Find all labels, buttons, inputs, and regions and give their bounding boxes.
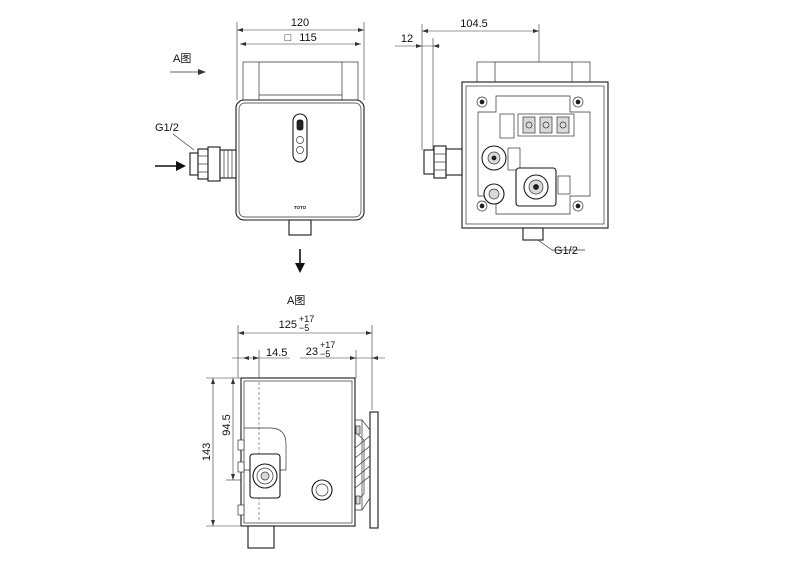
dim-width-120: 120 (236, 17, 365, 100)
side-outlet-stub (522, 227, 544, 241)
view-marker-label: A图 (173, 52, 191, 65)
bottom-port (311, 479, 333, 501)
bottom-dim-height: 143 (201, 443, 213, 461)
dim-inner-115: □ 115 (240, 32, 361, 46)
bottom-dim-depth-tol-minus: −5 (320, 349, 330, 359)
dim-inner-prefix: □ (285, 32, 292, 44)
bottom-dim-inner-height: 94.5 (221, 414, 233, 435)
front-box (235, 99, 365, 221)
brand-label: TOTO (294, 205, 307, 210)
bottom-stub (247, 525, 275, 549)
side-dim-offset: 12 (401, 33, 413, 45)
sensor-window (292, 113, 308, 163)
side-view: 104.5 12 (395, 18, 609, 257)
view-marker-a: A图 (170, 52, 206, 75)
inlet-label: G1/2 (155, 122, 179, 134)
bottom-dim-offset: 14.5 (266, 347, 287, 359)
wall-plate (354, 411, 379, 529)
bottom-dim-width-tol-plus: +17 (299, 314, 314, 324)
side-inlet-fitting (423, 145, 463, 179)
bottom-body (240, 377, 356, 527)
side-outlet-label: G1/2 (554, 245, 578, 257)
outlet-stub (288, 219, 312, 236)
bottom-dim-depth-tol-plus: +17 (320, 340, 335, 350)
dim-inner-label: 115 (299, 32, 317, 44)
bottom-dim-depth: 23 (306, 346, 318, 358)
side-dim-total: 104.5 (460, 18, 488, 30)
bottom-dim-width-tol-minus: −5 (299, 323, 309, 333)
inlet-fitting (189, 146, 237, 182)
bottom-view-title: A图 (287, 294, 305, 307)
bottom-dim-width: 125 (279, 319, 297, 331)
bottom-fitting (249, 453, 281, 499)
front-view: 120 □ 115 A图 TOTO (155, 17, 365, 273)
dim-width-label: 120 (291, 17, 309, 29)
bottom-view: A图 125 +17 −5 14.5 23 +17 −5 143 (201, 294, 385, 549)
